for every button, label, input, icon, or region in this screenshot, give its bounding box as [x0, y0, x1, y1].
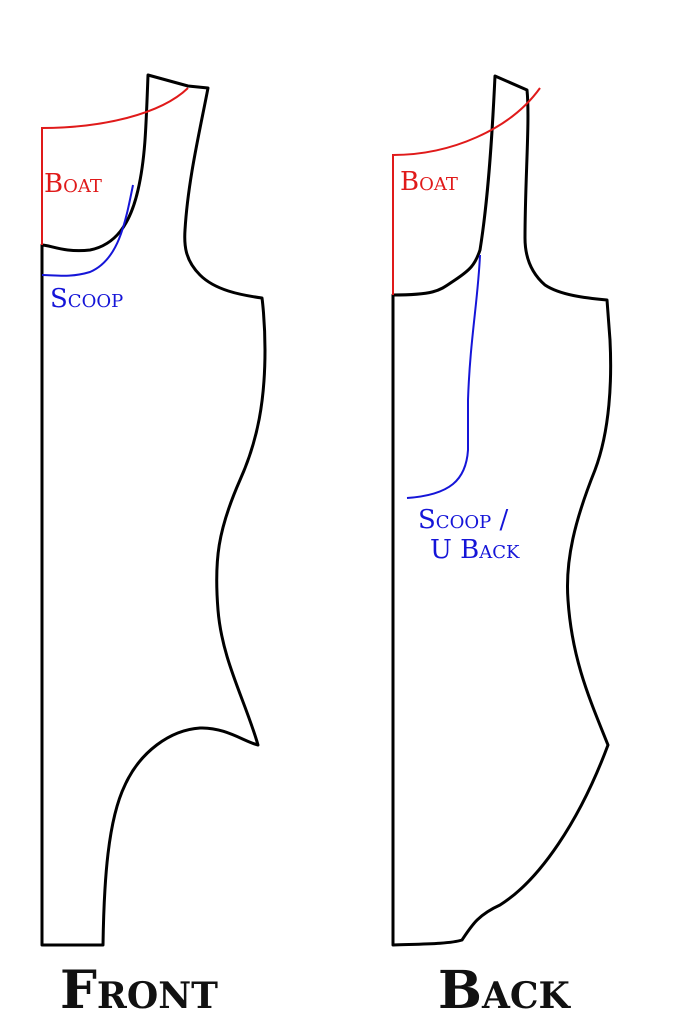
- back-outline: [391, 74, 613, 947]
- front-scoop-neckline: [41, 184, 134, 277]
- front-boat-neckline: [41, 87, 189, 245]
- back-scoop-neckline: [406, 254, 481, 499]
- front-scoop-label: Scoop: [50, 284, 123, 314]
- back-pattern-piece: Boat Scoop / U Back Back: [391, 74, 613, 1021]
- back-scoop-label-line2: U Back: [430, 535, 520, 565]
- back-boat-label: Boat: [400, 167, 458, 197]
- back-title: Back: [438, 960, 572, 1021]
- front-outline: [40, 73, 267, 947]
- front-title: Front: [60, 960, 218, 1021]
- back-scoop-label-line1: Scoop /: [418, 505, 508, 535]
- front-boat-label: Boat: [44, 169, 102, 199]
- front-pattern-piece: Boat Scoop Front: [40, 73, 267, 1021]
- back-boat-neckline: [392, 87, 541, 295]
